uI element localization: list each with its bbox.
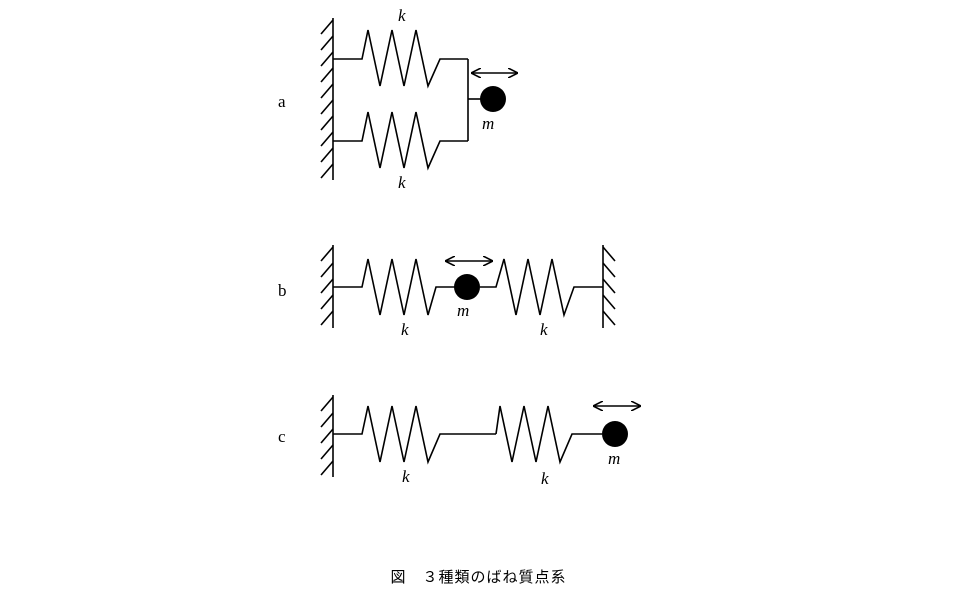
mass-a: [480, 86, 506, 112]
system-a: [320, 18, 517, 180]
spring-label-c-second: k: [541, 469, 549, 488]
spring-b-right: [480, 258, 603, 318]
wall-b-right: [602, 245, 616, 328]
mass-b: [454, 274, 480, 300]
wall-a: [320, 18, 334, 180]
mass-label-a: m: [482, 114, 495, 133]
spring-c-first: [333, 405, 496, 465]
system-label-c: c: [278, 427, 286, 446]
wall-c: [320, 395, 334, 477]
system-c: [320, 395, 640, 477]
mass-label-c: m: [608, 449, 621, 468]
spring-a-upper: [333, 29, 468, 89]
spring-a-lower: [333, 111, 468, 171]
spring-label-a-lower: k: [398, 173, 406, 192]
mass-c: [602, 421, 628, 447]
spring-label-a-upper: k: [398, 6, 406, 25]
spring-label-b-right: k: [540, 320, 548, 339]
mass-label-b: m: [457, 301, 470, 320]
spring-c-second: [495, 405, 602, 465]
spring-label-b-left: k: [401, 320, 409, 339]
spring-label-c-first: k: [402, 467, 410, 486]
wall-b-left: [320, 245, 334, 328]
system-b: [320, 245, 616, 328]
spring-b-left: [333, 258, 455, 316]
system-label-b: b: [278, 281, 287, 300]
figure-caption: 図 ３種類のばね質点系: [390, 568, 567, 586]
system-label-a: a: [278, 92, 286, 111]
